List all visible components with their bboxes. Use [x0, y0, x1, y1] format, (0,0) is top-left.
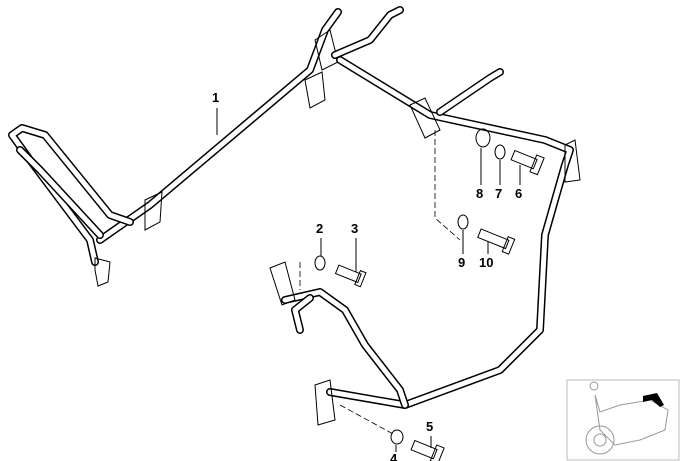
washer-7 [494, 144, 506, 160]
callout-3: 3 [351, 221, 359, 236]
right-frame [326, 6, 581, 409]
callout-8: 8 [476, 186, 484, 201]
leader-lines [216, 108, 521, 452]
thumbnail-motorcycle [566, 379, 680, 461]
callout-7: 7 [495, 186, 503, 201]
left-frame-part-1 [8, 8, 342, 287]
callout-4: 4 [390, 451, 398, 461]
callout-2: 2 [316, 221, 324, 236]
washer-2 [314, 255, 326, 271]
callout-10: 10 [479, 255, 494, 270]
bolt-5 [410, 439, 445, 461]
washer-9 [457, 214, 469, 230]
callout-9: 9 [458, 255, 466, 270]
highlight-region [643, 393, 664, 407]
callout-5: 5 [426, 419, 434, 434]
callout-1: 1 [212, 90, 220, 105]
bolt-10 [477, 228, 516, 255]
callout-6: 6 [515, 186, 523, 201]
bolt-3 [334, 264, 367, 288]
lower-frame [269, 261, 409, 426]
hardware [299, 128, 545, 461]
washer-8 [475, 128, 491, 148]
washer-4 [390, 429, 404, 445]
bolt-6 [510, 149, 545, 176]
